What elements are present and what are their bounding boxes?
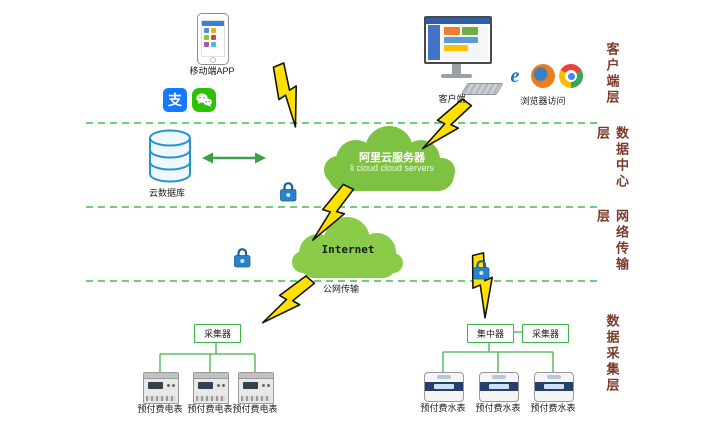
public-transmission-label: 公网传输: [322, 284, 359, 294]
electric-meter-icon: [143, 372, 179, 404]
wechat-bubbles: [196, 93, 212, 107]
lightning-bolt-icon: [261, 275, 316, 324]
lock-icon: [280, 182, 297, 202]
database-icon: [149, 129, 191, 183]
lightning-bolt-icon: [312, 183, 355, 241]
lightning-bolt-icon: [272, 62, 298, 128]
sync-arrow-icon: [202, 152, 266, 164]
lock-icon: [473, 260, 490, 280]
mobile-app-label: 移动端APP: [189, 66, 235, 76]
cloud-db-label: 云数据库: [148, 188, 185, 198]
browser-access-label: 浏览器访问: [520, 96, 566, 106]
lightning-bolt-icon: [421, 98, 473, 150]
water-meter-icon: [479, 372, 519, 402]
layer-label-datacenter: 数据中心层: [595, 126, 629, 190]
ie-glyph: e: [510, 64, 520, 87]
water-meter-icon: [424, 372, 464, 402]
water-meter-label: 预付费水表: [420, 403, 466, 413]
connector-tree-electric: [159, 341, 256, 372]
electric-meter-label: 预付费电表: [187, 404, 233, 414]
monitor-stand: [452, 64, 461, 74]
lock-icon: [234, 248, 251, 268]
phone-screen: [201, 20, 225, 57]
electric-meter-label: 预付费电表: [232, 404, 278, 414]
connector-tree-water: [442, 331, 554, 372]
water-meter-label: 预付费水表: [530, 403, 576, 413]
layer-label-client: 客户端层: [604, 42, 620, 106]
electric-meter-label: 预付费电表: [137, 404, 183, 414]
ali-cloud-subtitle: li cloud cloud servers: [349, 163, 435, 173]
layer-label-collection: 数据采集层: [604, 314, 620, 394]
mobile-phone-icon: [197, 13, 229, 65]
electric-meter-icon: [238, 372, 274, 404]
alipay-icon: 支: [163, 88, 187, 112]
internet-label: Internet: [321, 243, 375, 256]
wechat-icon: [192, 88, 216, 112]
collector-left-box: 采集器: [194, 324, 241, 343]
monitor-base: [441, 74, 472, 78]
alipay-glyph: 支: [168, 92, 182, 108]
water-meter-icon: [534, 372, 574, 402]
ali-cloud-shape: [324, 126, 455, 191]
electric-meter-icon: [193, 372, 229, 404]
water-meter-label: 预付费水表: [475, 403, 521, 413]
firefox-browser-icon: [531, 64, 555, 88]
monitor-icon: [424, 16, 492, 64]
chrome-browser-icon: [559, 64, 583, 88]
internet-cloud-shape: [292, 217, 403, 278]
layer-label-network: 网络传输层: [595, 209, 629, 273]
ali-cloud-title: 阿里云服务器: [359, 152, 425, 164]
collector-right-box: 采集器: [522, 324, 569, 343]
client-label: 客户端: [438, 94, 466, 104]
ie-browser-icon: e: [503, 64, 527, 88]
concentrator-box: 集中器: [467, 324, 514, 343]
